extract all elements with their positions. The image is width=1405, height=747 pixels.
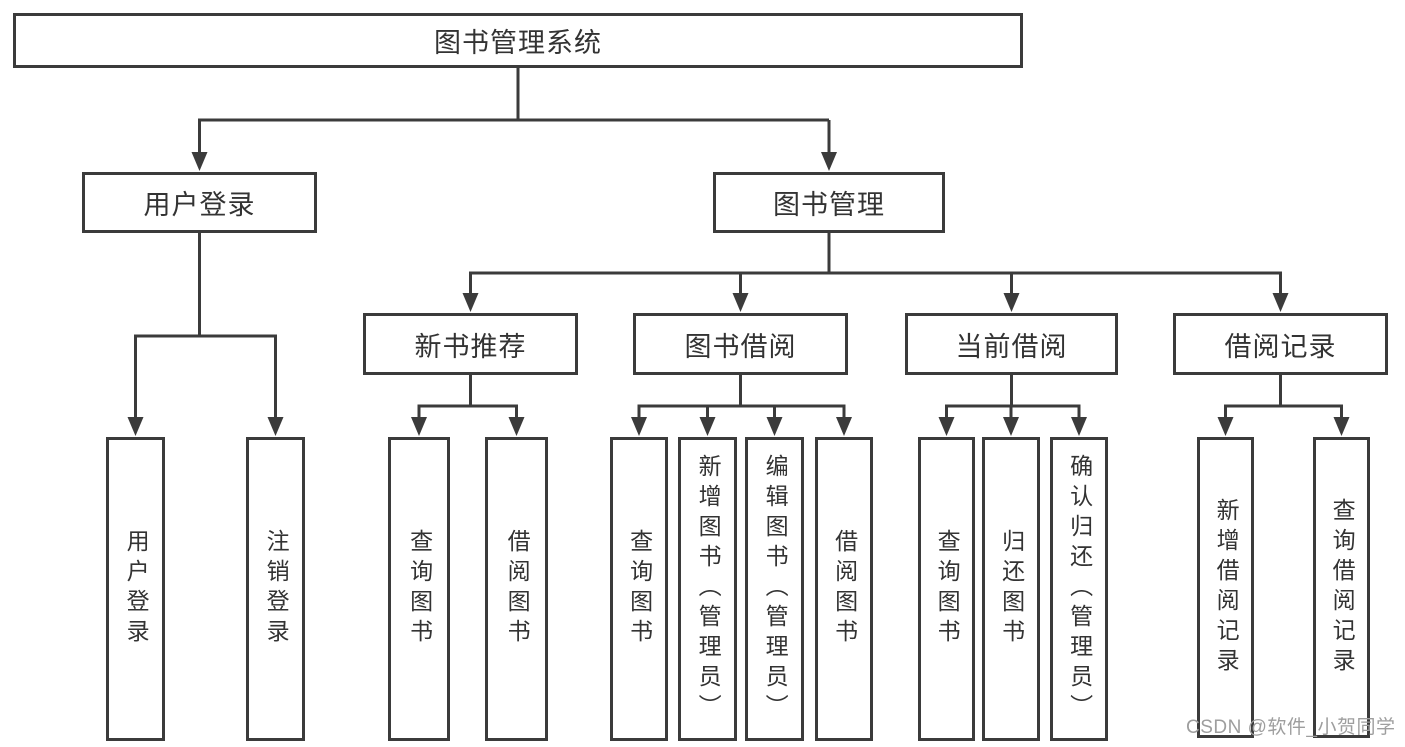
node-leaf-confirm-return-admin: 确认归还（管理员） [1050,437,1108,741]
node-leaf-borrow-books-recommend: 借阅图书 [485,437,548,741]
node-new-book-recommendation-label: 新书推荐 [414,331,527,362]
node-borrowing-records: 借阅记录 [1173,313,1388,375]
node-book-borrowing-label: 图书借阅 [684,331,797,362]
node-root-label: 图书管理系统 [434,28,602,58]
node-current-borrowing: 当前借阅 [905,313,1118,375]
node-leaf-user-login: 用户登录 [106,437,165,741]
node-leaf-logout: 注销登录 [246,437,305,741]
node-leaf-add-borrow-record: 新增借阅记录 [1197,437,1254,738]
node-book-management-label: 图书管理 [773,190,885,220]
node-leaf-user-login-label: 用户登录 [123,529,150,649]
node-leaf-return-books-label: 归还图书 [998,529,1025,649]
node-leaf-query-books-current-label: 查询图书 [934,529,961,649]
node-user-login-label: 用户登录 [143,190,256,220]
node-leaf-edit-books-admin: 编辑图书（管理员） [745,437,804,741]
node-new-book-recommendation: 新书推荐 [363,313,578,375]
node-book-borrowing: 图书借阅 [633,313,848,375]
node-leaf-borrow-books-recommend-label: 借阅图书 [504,529,531,649]
node-leaf-return-books: 归还图书 [982,437,1040,741]
node-root: 图书管理系统 [13,13,1023,68]
node-leaf-edit-books-admin-label: 编辑图书（管理员） [762,454,789,724]
node-leaf-query-books-borrow: 查询图书 [610,437,668,741]
csdn-watermark: CSDN @软件_小贺同学 [1186,717,1396,738]
node-book-management: 图书管理 [713,172,945,233]
node-user-login: 用户登录 [82,172,317,233]
node-borrowing-records-label: 借阅记录 [1224,331,1337,362]
node-leaf-confirm-return-admin-label: 确认归还（管理员） [1066,454,1093,724]
node-leaf-query-borrow-record: 查询借阅记录 [1313,437,1370,738]
node-leaf-query-books-recommend-label: 查询图书 [406,529,433,649]
node-leaf-add-borrow-record-label: 新增借阅记录 [1213,497,1240,678]
node-leaf-query-books-current: 查询图书 [918,437,975,741]
node-leaf-borrow-books: 借阅图书 [815,437,873,741]
node-leaf-query-borrow-record-label: 查询借阅记录 [1329,497,1356,678]
node-leaf-query-books-recommend: 查询图书 [388,437,450,741]
node-leaf-query-books-borrow-label: 查询图书 [626,529,653,649]
node-current-borrowing-label: 当前借阅 [955,331,1068,362]
node-leaf-logout-label: 注销登录 [263,529,290,649]
node-leaf-add-books-admin-label: 新增图书（管理员） [695,454,722,724]
node-leaf-borrow-books-label: 借阅图书 [831,529,858,649]
node-leaf-add-books-admin: 新增图书（管理员） [678,437,737,741]
